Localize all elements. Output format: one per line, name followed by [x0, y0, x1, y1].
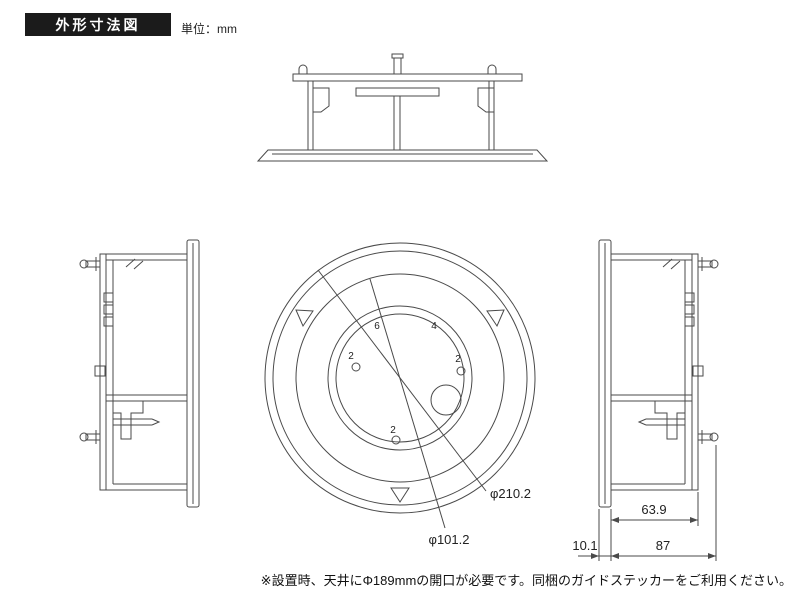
- face-mark: 6: [374, 321, 380, 332]
- mounting-screw-icon: [79, 259, 89, 269]
- unit-label: 単位：mm: [181, 22, 237, 36]
- installation-note: ※設置時、天井にΦ189mmの開口が必要です。同梱のガイドステッカーをご利用くだ…: [260, 573, 792, 588]
- mounting-screw-icon: [709, 259, 719, 269]
- alignment-mark-icon: [486, 309, 505, 328]
- mounting-screw-icon: [85, 433, 101, 441]
- dimension-arrowheads: [591, 517, 716, 559]
- screw-head-icon: [393, 57, 402, 75]
- face-mark: 2: [348, 351, 354, 362]
- mounting-screw-icon: [709, 432, 719, 442]
- face-mark: 4: [431, 321, 437, 332]
- dim-recess-depth: 63.9: [641, 502, 666, 517]
- screw-head-icon: [391, 53, 404, 59]
- drawing-title-badge: 外形寸法図: [25, 13, 171, 36]
- dimension-lines: [578, 445, 717, 561]
- screw-head-icon: [298, 64, 308, 74]
- alignment-mark-icon: [295, 309, 314, 328]
- drawing-title: 外形寸法図: [55, 16, 141, 33]
- dim-bezel-height: 10.1: [572, 538, 597, 553]
- front-view: [264, 242, 536, 529]
- leader-baffle-diameter: [369, 278, 446, 529]
- top-side-view: [256, 53, 549, 162]
- mounting-screw-icon: [79, 432, 89, 442]
- left-side-view: [79, 239, 200, 508]
- mounting-screw-icon: [85, 260, 101, 268]
- leader-outer-diameter: [317, 269, 487, 492]
- right-side-view: [598, 239, 719, 508]
- dim-baffle-diameter: φ101.2: [429, 532, 470, 547]
- mounting-screw-icon: [697, 260, 713, 268]
- face-mark: 2: [455, 354, 461, 365]
- dim-total-depth: 87: [656, 538, 670, 553]
- screw-hole: [391, 435, 401, 445]
- dim-outer-diameter: φ210.2: [490, 486, 531, 501]
- screw-head-icon: [487, 64, 497, 74]
- alignment-mark-icon: [390, 487, 410, 503]
- screw-hole: [456, 366, 466, 376]
- face-mark: 2: [390, 425, 396, 436]
- mounting-screw-icon: [697, 433, 713, 441]
- port-hole: [430, 384, 462, 416]
- screw-hole: [351, 362, 361, 372]
